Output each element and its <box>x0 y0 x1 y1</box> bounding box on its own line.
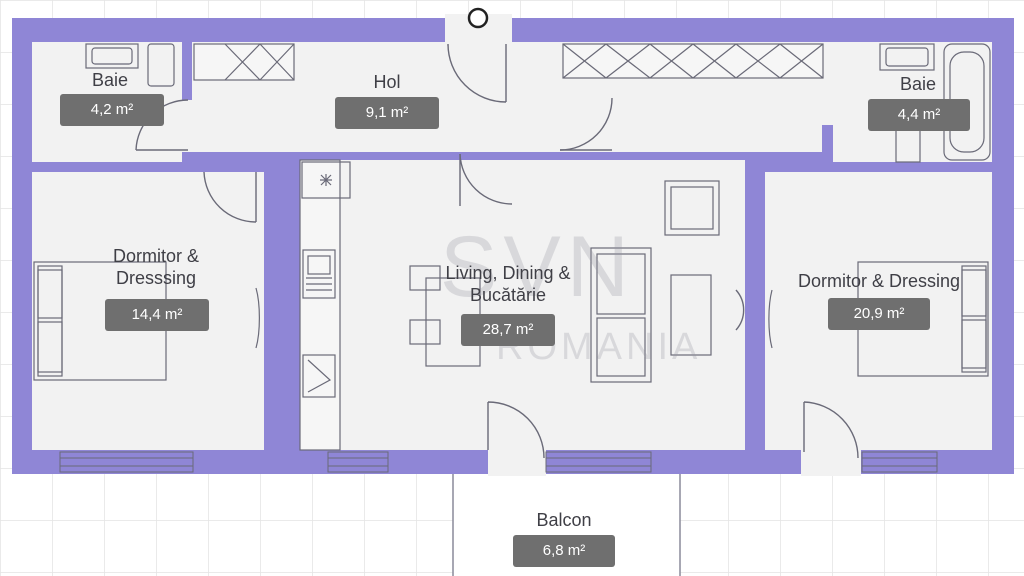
armchair <box>664 180 720 236</box>
room-name-dormitor-left: Dormitor & Dresssing <box>112 246 199 288</box>
area-badge-baie-right: 4,4 m² <box>868 99 970 131</box>
door-baie-right <box>559 97 613 151</box>
window <box>545 451 652 473</box>
oven-icon <box>302 354 336 398</box>
area-badge-hol: 9,1 m² <box>335 97 439 129</box>
windows <box>59 451 938 473</box>
door-dormitor-left <box>203 171 257 223</box>
door-dormitor-right-living <box>735 289 745 331</box>
room-name-hol: Hol <box>373 72 401 92</box>
fixtures <box>33 43 991 451</box>
sink-kitchen-icon <box>302 249 336 299</box>
area-badge-balcon: 6,8 m² <box>513 535 615 567</box>
sink-icon <box>85 43 139 69</box>
window <box>861 451 938 473</box>
entrance-marker <box>467 7 489 29</box>
room-name-baie-left: Baie <box>91 70 129 90</box>
room-name-living: Living, Dining & Bucătărie <box>445 263 571 305</box>
entrance-door <box>447 43 507 103</box>
sink-icon <box>879 43 935 71</box>
wardrobe-long <box>562 43 824 79</box>
area-badge-living: 28,7 m² <box>461 314 555 346</box>
window <box>327 451 389 473</box>
area-badge-dormitor-right: 20,9 m² <box>828 298 930 330</box>
door-living <box>459 153 513 205</box>
coffee-table <box>670 274 712 356</box>
room-name-dormitor-right: Dormitor & Dressing <box>797 271 961 291</box>
fridge-icon <box>301 161 351 199</box>
kitchen-counter <box>299 159 341 451</box>
area-badge-baie-left: 4,2 m² <box>60 94 164 126</box>
window <box>59 451 194 473</box>
area-badge-dormitor-left: 14,4 m² <box>105 299 209 331</box>
room-name-baie-right: Baie <box>899 74 937 94</box>
toilet-icon <box>147 43 175 87</box>
door-balcon-right <box>803 401 859 459</box>
sofa <box>590 247 652 383</box>
wardrobe <box>193 43 295 81</box>
door-balcon <box>487 401 545 459</box>
room-name-balcon: Balcon <box>536 510 592 530</box>
